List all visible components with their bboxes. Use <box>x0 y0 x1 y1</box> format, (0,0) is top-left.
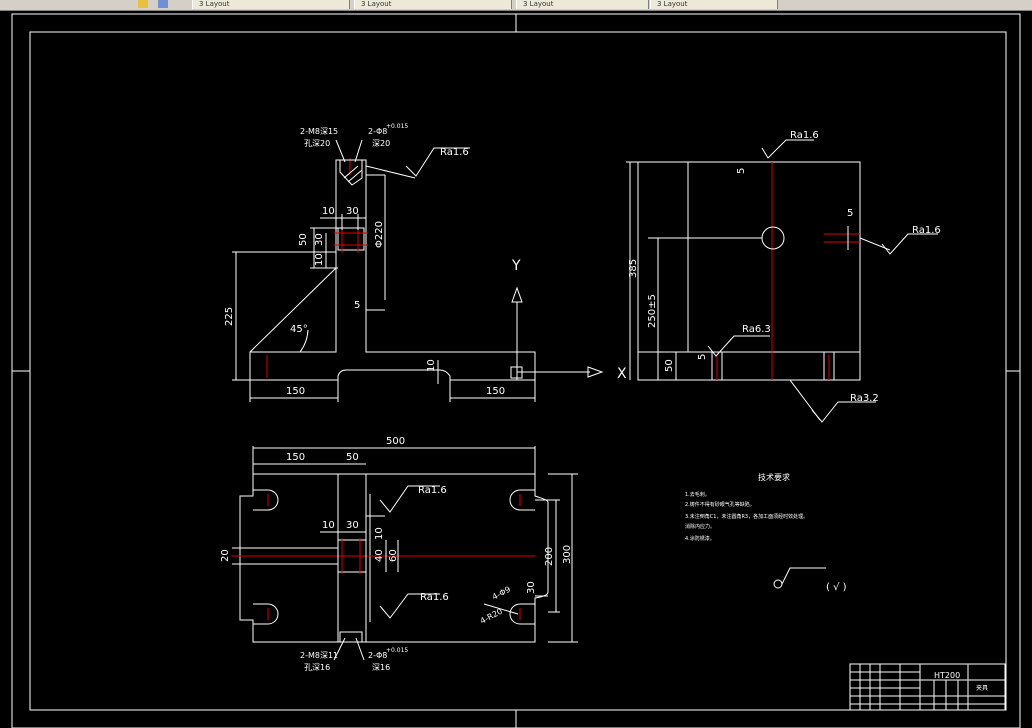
toolbar-icon[interactable] <box>138 0 148 8</box>
notes-title: 技术要求 <box>758 472 790 482</box>
roughness-side-mid: Ra6.3 <box>742 324 771 335</box>
callout-bottom-thread: 2-M8深11 <box>300 651 338 660</box>
notes-item-4: 4.涂防锈漆。 <box>685 535 715 542</box>
callout-bottom-pin: 2-Φ8 <box>368 651 387 660</box>
dim-30b: 30 <box>526 581 537 594</box>
dim-225: 225 <box>224 307 235 326</box>
dim-50-top: 50 <box>346 452 359 463</box>
callout-bottom-pin-depth: 深16 <box>372 663 390 672</box>
axis-x-label: X <box>617 366 627 382</box>
technical-notes: 技术要求 1.去毛刺。 2.铸件不得有砂眼气孔等缺陷。 3.未注倒角C1，未注圆… <box>685 472 847 593</box>
dim-30-vertical: 30 <box>314 233 325 246</box>
roughness-top-view-lower: Ra1.6 <box>420 592 449 603</box>
tab-layout-2[interactable]: 3 Layout <box>354 0 512 9</box>
layout-tab-bar: 3 Layout 3 Layout 3 Layout 3 Layout <box>0 0 1032 11</box>
dim-10-top: 10 <box>322 520 335 531</box>
title-block: HT200 夹具 <box>849 663 1006 711</box>
dim-slot-10: 10 <box>426 359 437 372</box>
notes-item-1: 1.去毛刺。 <box>685 491 710 498</box>
dim-50-side: 50 <box>664 359 675 372</box>
tab-layout-1[interactable]: 3 Layout <box>192 0 350 9</box>
material-label: HT200 <box>934 671 960 680</box>
tab-layout-3[interactable]: 3 Layout <box>516 0 649 9</box>
toolbar-icon[interactable] <box>158 0 168 8</box>
dim-200: 200 <box>544 547 555 566</box>
dim-150-right: 150 <box>486 386 505 397</box>
dim-500: 500 <box>386 436 405 447</box>
roughness-side-bottom: Ra3.2 <box>850 393 879 404</box>
angle-45-label: 45° <box>290 324 308 335</box>
dim-5: 5 <box>354 300 360 311</box>
dim-30-top: 30 <box>346 520 359 531</box>
dim-50: 50 <box>298 233 309 246</box>
dim-150-top: 150 <box>286 452 305 463</box>
dim-150-left: 150 <box>286 386 305 397</box>
dim-300: 300 <box>562 545 573 564</box>
callout-thread-left: 2-M8深15 <box>300 127 338 136</box>
dim-10-vertical: 10 <box>314 253 325 266</box>
front-view: 45° 225 150 150 10 10 30 50 30 10 Φ220 5 <box>224 123 627 402</box>
callout-thread-left-depth: 孔深20 <box>304 139 330 148</box>
dim-5-top: 5 <box>736 168 747 174</box>
callout-holes-phi9: 4-Φ9 <box>491 585 512 602</box>
notes-item-3: 3.未注倒角C1，未注圆角R3，各加工面须经时效处理。 <box>685 513 808 520</box>
part-name: 夹具 <box>976 684 988 692</box>
dim-40: 40 <box>374 549 385 562</box>
roughness-front-top: Ra1.6 <box>440 147 469 158</box>
dim-phi220: Φ220 <box>374 221 385 248</box>
dim-10: 10 <box>322 206 335 217</box>
callout-bottom-thread-depth: 孔深16 <box>304 663 330 672</box>
callout-bottom-pin-tolerance: +0.015 <box>386 647 408 654</box>
notes-item-2: 2.铸件不得有砂眼气孔等缺陷。 <box>685 501 755 508</box>
dim-385: 385 <box>628 259 639 278</box>
axis-y-label: Y <box>511 258 521 274</box>
dim-5-right: 5 <box>847 208 853 219</box>
sheet-outer-border <box>11 13 1021 728</box>
dim-20: 20 <box>220 549 231 562</box>
roughness-side-top: Ra1.6 <box>790 130 819 141</box>
tab-layout-4[interactable]: 3 Layout <box>650 0 778 9</box>
callout-pin-tolerance-upper: +0.015 <box>386 123 408 130</box>
general-roughness: ( √ ) <box>826 582 847 593</box>
dim-5-mid: 5 <box>697 354 708 360</box>
callout-pin-depth: 深20 <box>372 139 390 148</box>
side-view: 385 250±5 50 5 5 5 Ra1.6 Ra1.6 Ra6.3 Ra3… <box>626 130 941 423</box>
dim-250: 250±5 <box>647 294 658 328</box>
notes-item-3b: 消除内应力。 <box>685 523 715 530</box>
roughness-side-right: Ra1.6 <box>912 225 941 236</box>
callout-holes-r20: 4-R20 <box>479 607 504 626</box>
top-view: 500 150 50 10 30 10 40 60 20 200 300 30 … <box>220 436 578 672</box>
dim-30: 30 <box>346 206 359 217</box>
dim-60: 60 <box>388 549 399 562</box>
callout-pin-right: 2-Φ8 <box>368 127 387 136</box>
roughness-top-view-upper: Ra1.6 <box>418 485 447 496</box>
dim-10b: 10 <box>374 527 385 540</box>
